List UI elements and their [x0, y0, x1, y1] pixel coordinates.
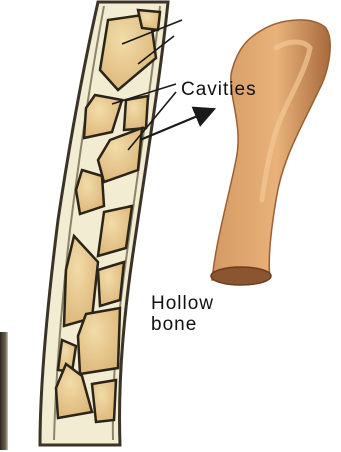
- hollow-bone-label-line1: Hollow: [151, 293, 214, 314]
- cavity: [92, 380, 116, 422]
- hollow-bone: [211, 20, 330, 285]
- cavities-label: Cavities: [181, 79, 257, 100]
- cavity: [98, 206, 132, 256]
- cavity: [76, 170, 104, 214]
- cavity: [124, 96, 148, 130]
- photo-edge-strip: [0, 332, 8, 450]
- cavity: [138, 10, 160, 30]
- hollow-bone-label: Hollow bone: [151, 293, 214, 336]
- cavity: [78, 308, 120, 374]
- cavity: [98, 262, 124, 306]
- hollow-bone-end: [211, 267, 271, 285]
- hollow-bone-label-line2: bone: [151, 314, 214, 335]
- bone-cross-section: [40, 2, 168, 445]
